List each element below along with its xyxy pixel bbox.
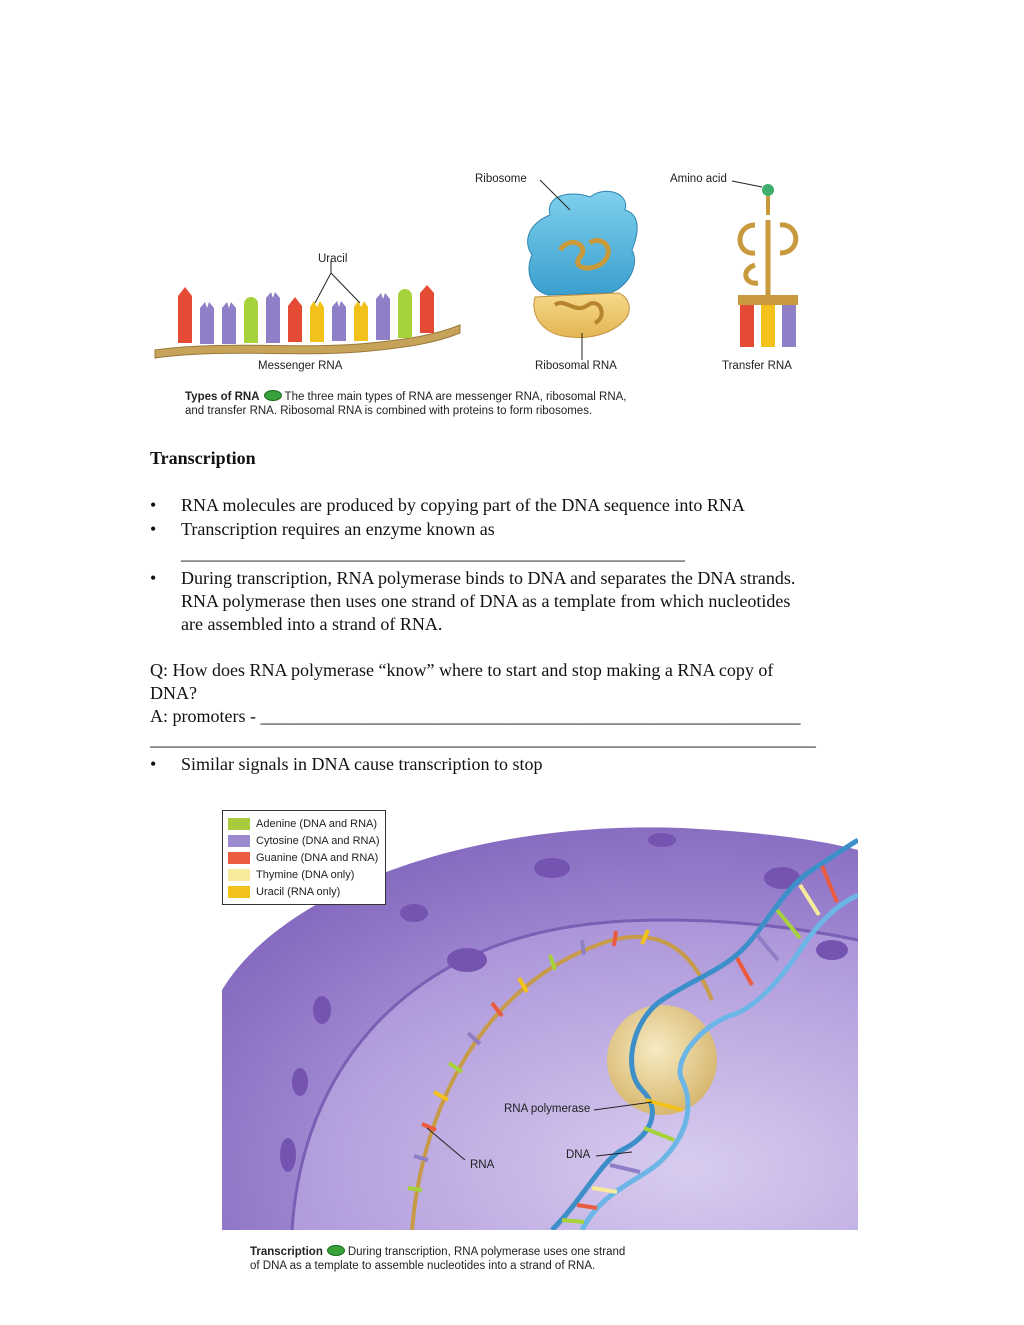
- rna-polymerase-shape: [607, 1005, 717, 1115]
- trna-shape: [737, 184, 799, 347]
- bullet-3: •: [150, 568, 157, 588]
- bullet-4: •: [150, 754, 157, 774]
- transcription-heading: Transcription: [150, 448, 256, 468]
- legend-item-uracil: Uracil (RNA only): [228, 883, 380, 900]
- nucleus-illustration: [222, 827, 858, 1230]
- nuclear-pores: [280, 833, 848, 1172]
- figure2-caption: Transcription During transcription, RNA p…: [250, 1245, 810, 1273]
- legend-item-thymine: Thymine (DNA only): [228, 866, 380, 883]
- bullet-3-cont-2: are assembled into a strand of RNA.: [181, 614, 443, 634]
- messenger-rna-label: Messenger RNA: [258, 360, 343, 372]
- uracil-label: Uracil: [318, 253, 348, 265]
- caption-icon: [326, 1245, 345, 1257]
- figure2-caption-title: Transcription: [250, 1246, 323, 1258]
- rna-label: RNA: [470, 1159, 495, 1171]
- bullet-2-text: Transcription requires an enzyme known a…: [181, 519, 495, 539]
- legend-item-guanine: Guanine (DNA and RNA): [228, 849, 380, 866]
- figure2-caption-text2: of DNA as a template to assemble nucleot…: [250, 1260, 596, 1272]
- bullet-4-text: Similar signals in DNA cause transcripti…: [181, 754, 543, 774]
- bullet-1: •: [150, 495, 157, 515]
- rna-bases: [407, 929, 650, 1192]
- figure1-caption: Types of RNA The three main types of RNA …: [185, 390, 705, 418]
- transfer-rna-label: Transfer RNA: [722, 360, 792, 372]
- dna-label: DNA: [566, 1149, 591, 1161]
- types-of-rna-figure: Uracil Messenger RNA Ribosome Ribosomal …: [150, 165, 850, 425]
- adenine-swatch: [228, 817, 250, 830]
- rna-strand: [410, 934, 714, 1230]
- figure1-caption-text2: and transfer RNA. Ribosomal RNA is combi…: [185, 405, 593, 417]
- uracil-swatch: [228, 885, 250, 898]
- dna-strand-b: [579, 892, 858, 1230]
- nucleus-interior: [292, 919, 858, 1230]
- mrna-bases: [178, 285, 434, 344]
- bullet-3-text: During transcription, RNA polymerase bin…: [181, 568, 796, 588]
- mrna-backbone: [154, 324, 461, 359]
- enzyme-blank-line: ________________________________________…: [181, 543, 685, 563]
- transcription-figure: Adenine (DNA and RNA) Cytosine (DNA and …: [222, 810, 858, 1230]
- guanine-swatch: [228, 851, 250, 864]
- question-line-1: Q: How does RNA polymerase “know” where …: [150, 660, 774, 680]
- answer-line: A: promoters - _________________________…: [150, 706, 801, 726]
- legend-item-adenine: Adenine (DNA and RNA): [228, 815, 380, 832]
- figure1-caption-title: Types of RNA: [185, 391, 260, 403]
- question-line-2: DNA?: [150, 683, 197, 703]
- dna-strand-a: [550, 837, 858, 1230]
- figure1-caption-text: The three main types of RNA are messenge…: [284, 391, 627, 403]
- base-legend: Adenine (DNA and RNA) Cytosine (DNA and …: [222, 810, 386, 905]
- ribosome-shape: [527, 190, 638, 339]
- bullet-1-text: RNA molecules are produced by copying pa…: [181, 495, 745, 515]
- bullet-3-cont-1: RNA polymerase then uses one strand of D…: [181, 591, 791, 611]
- dna-base-pairs: [561, 865, 839, 1224]
- ribosomal-rna-label: Ribosomal RNA: [535, 360, 617, 372]
- caption-icon: [263, 390, 282, 402]
- legend-item-cytosine: Cytosine (DNA and RNA): [228, 832, 380, 849]
- rna-polymerase-label: RNA polymerase: [504, 1103, 591, 1115]
- amino-acid-label: Amino acid: [670, 173, 727, 185]
- ribosome-label: Ribosome: [475, 173, 527, 185]
- thymine-swatch: [228, 868, 250, 881]
- bullet-2: •: [150, 519, 157, 539]
- rna-types-illustration: [154, 179, 799, 360]
- cytosine-swatch: [228, 834, 250, 847]
- figure2-caption-text: During transcription, RNA polymerase use…: [347, 1246, 626, 1258]
- answer-line-2: ________________________________________…: [150, 729, 816, 749]
